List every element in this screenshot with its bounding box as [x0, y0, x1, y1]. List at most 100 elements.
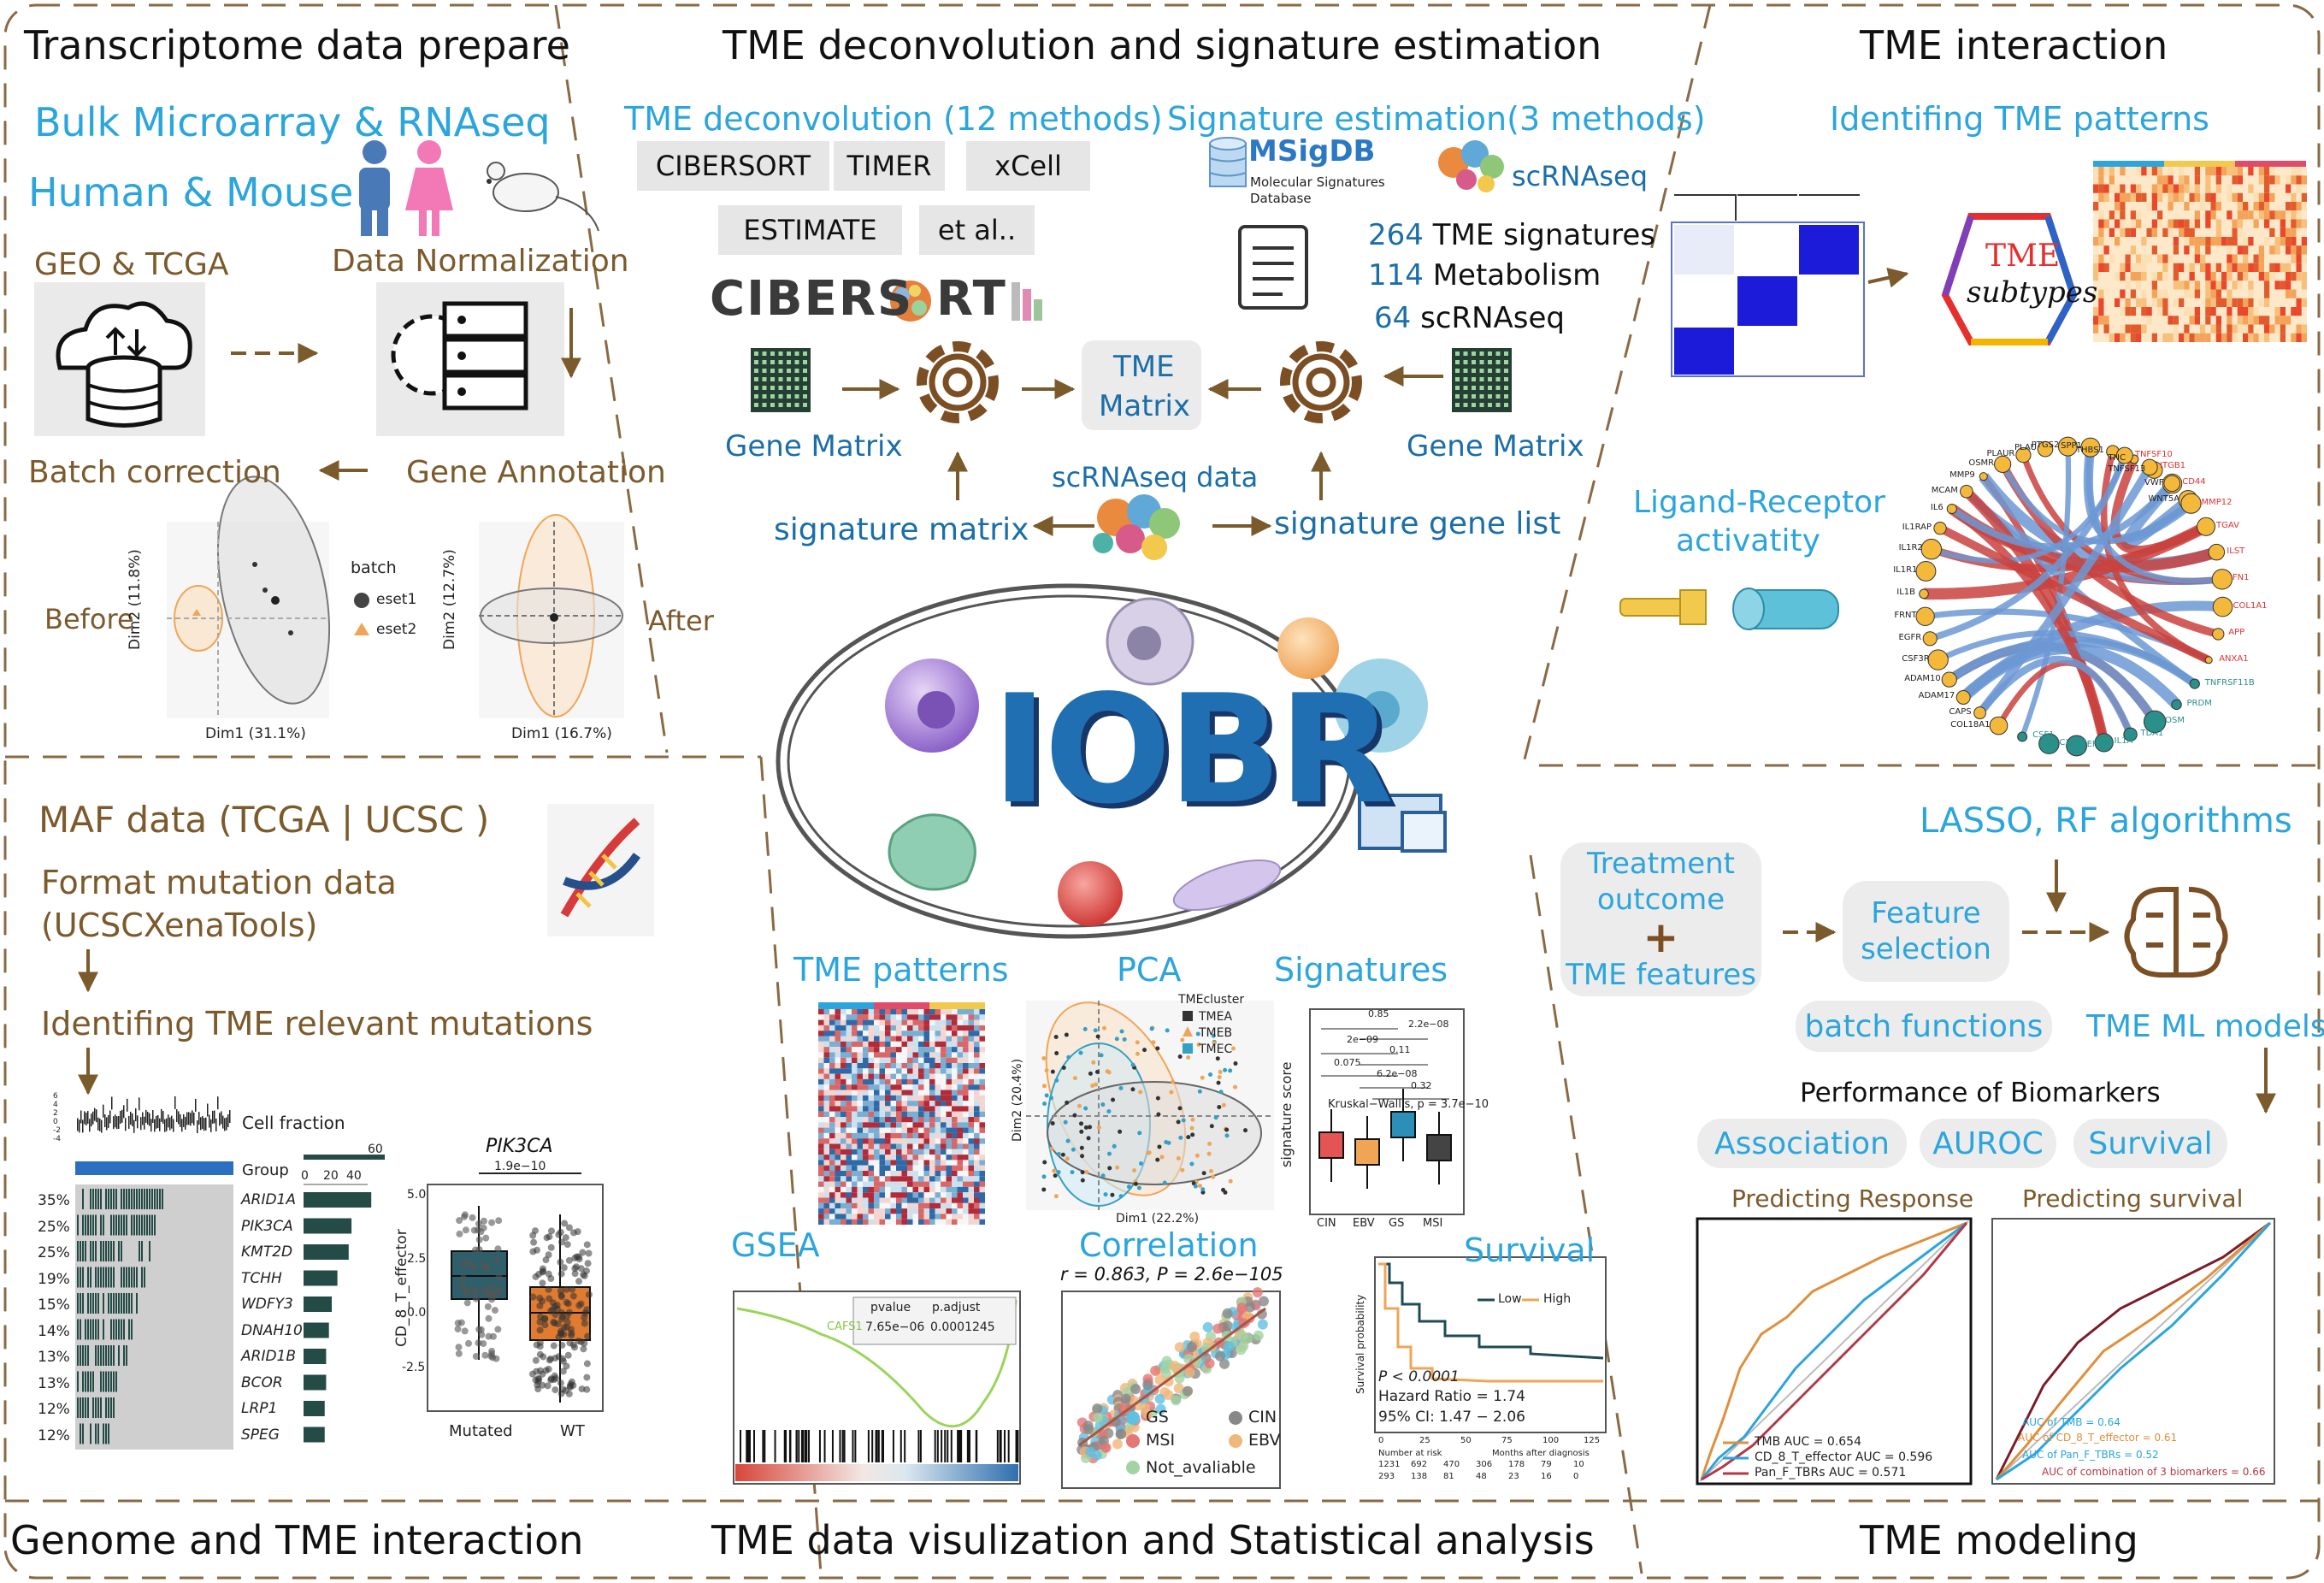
cloud-database-icon	[34, 282, 205, 436]
oncoplot-pct-6: 13%	[38, 1349, 70, 1366]
gene-bar-wdfy3	[304, 1297, 332, 1312]
predicting-response-title: Predicting Response	[1731, 1184, 1974, 1213]
correlation-heatmap-matrix	[1671, 194, 1865, 377]
roc2-legend-panf: AUC of Pan_F_TBRs = 0.52	[2022, 1449, 2159, 1461]
oncoplot-pct-5: 14%	[38, 1322, 70, 1340]
boxplot-gene-title: PIK3CA	[486, 1136, 553, 1157]
gene-bar-arid1a	[304, 1192, 372, 1208]
cibersort-logo-text: CIBERS	[710, 271, 914, 327]
bar-axis-20: 20	[323, 1169, 339, 1183]
chord-label-itgb1: ITGB1	[2160, 461, 2186, 471]
cell-fraction-label: Cell fraction	[242, 1113, 345, 1133]
tme-subtypes-label-2: subtypes	[1967, 275, 2098, 310]
section-borders	[3, 3, 2321, 1580]
gene-matrix-right-icon	[1452, 348, 1512, 412]
gene-matrix-left-label: Gene Matrix	[725, 429, 903, 464]
chord-label-osmr: OSMR	[1968, 458, 1995, 468]
boxplot-y-0: 0.0	[407, 1306, 427, 1320]
arrow-to-subtypes	[1867, 267, 1909, 288]
pca-before-xlabel: Dim1 (31.1%)	[205, 725, 306, 742]
surv-xtick-5: 125	[1584, 1436, 1601, 1445]
roc2-legend-combo: AUC of combination of 3 biomarkers = 0.6…	[2042, 1466, 2266, 1478]
chord-label-il1r1: IL1R1	[1893, 564, 1918, 575]
chord-label-ilst: ILST	[2227, 546, 2245, 556]
pca-cluster-plot	[1026, 1001, 1274, 1210]
chord-label-prdm: PRDM	[2186, 698, 2212, 708]
oncoplot-pct-3: 19%	[38, 1270, 70, 1288]
sig-pval-6: 0.32	[1411, 1080, 1432, 1091]
surv-risk2-5: 16	[1541, 1472, 1552, 1481]
msigdb-sub1: Molecular Signatures	[1250, 174, 1385, 190]
pca-before-ylabel: Dim2 (11.8%)	[127, 549, 144, 650]
corr-legend-msi: MSI	[1146, 1431, 1176, 1450]
oncoplot-yaxis-0: 6	[53, 1092, 58, 1101]
chord-label-adam17: ADAM17	[1918, 691, 1955, 701]
surv-ci: 95% CI: 1.47 − 2.06	[1378, 1409, 1525, 1426]
surv-p: P < 0.0001	[1378, 1368, 1460, 1385]
format-mutation-label-1: Format mutation data	[41, 864, 397, 901]
pill-association: Association	[1697, 1119, 1907, 1168]
pill-auroc: AUROC	[1920, 1119, 2056, 1168]
boxplot-y-2.5: 2.5	[407, 1252, 427, 1266]
chord-label-fn1: FN1	[2232, 573, 2250, 583]
oncoplot-gene-4: WDFY3	[241, 1296, 293, 1313]
method-cibersort: CIBERSORT	[637, 141, 829, 191]
tme-subtypes-label-1: TME	[1985, 239, 2061, 274]
surv-risk2-0: 293	[1378, 1472, 1395, 1481]
boxplot-y-5: 5.0	[407, 1188, 427, 1202]
gear-left-icon	[917, 341, 999, 423]
gene-matrix-right-label: Gene Matrix	[1407, 429, 1584, 464]
chord-label-tnfsf13: TNFSF13	[2108, 464, 2146, 474]
surv-legend-low: Low	[1498, 1292, 1522, 1306]
correlation-stat: r = 0.863, P = 2.6e−105	[1060, 1264, 1283, 1285]
chord-label-plau: PLAU	[2014, 443, 2037, 453]
deconvolution-arrows	[842, 366, 1443, 536]
signature-boxplot	[1309, 1008, 1465, 1215]
tme-matrix-label-1: TME	[1113, 350, 1175, 384]
sig-pval-3: 0.11	[1389, 1044, 1411, 1055]
treatment-outcome-box: Treatment outcome + TME features	[1560, 842, 1761, 996]
gene-bar-tchh	[304, 1270, 338, 1286]
signature-estimation-title: Signature estimation(3 methods)	[1167, 100, 1706, 138]
msigdb-database-icon	[1209, 137, 1247, 187]
gene-bar-arid1b	[304, 1349, 327, 1364]
gear-right-icon	[1280, 341, 1362, 423]
pca-legend-title: TMEcluster	[1178, 993, 1245, 1007]
oncoplot-gene-3: TCHH	[241, 1269, 282, 1287]
cibersort-logo-ring	[890, 281, 931, 322]
ligand-receptor-icon	[1619, 588, 1839, 630]
iobr-logo: IOBR	[992, 664, 1394, 837]
corr-legend-cin: CIN	[1248, 1408, 1277, 1426]
treatment-label-2: outcome	[1596, 883, 1725, 918]
gsea-gene: CAFS1	[827, 1320, 863, 1333]
scrnaseq-data-label: scRNAseq data	[1052, 461, 1259, 493]
roc-survival-plot	[1991, 1218, 2275, 1485]
surv-xtick-4: 100	[1542, 1436, 1560, 1445]
server-gear-icon	[376, 282, 564, 436]
chord-label-cd44: CD44	[2182, 477, 2206, 487]
roc2-legend-tmb: AUC of TMB = 0.64	[2022, 1416, 2121, 1428]
oncoplot-pct-2: 25%	[38, 1244, 70, 1261]
chord-label-il1r2: IL1R2	[1898, 543, 1923, 553]
pca-legend-tmea: TMEA	[1199, 1010, 1233, 1024]
feature-label-2: selection	[1861, 932, 1991, 966]
chord-label-il1a: IL1A	[2114, 736, 2133, 747]
sig-x-ebv: EBV	[1353, 1217, 1375, 1230]
bulk-label: Bulk Microarray & RNAseq	[34, 99, 551, 145]
chord-label-tnfsf10: TNFSF10	[2134, 449, 2173, 459]
after-label: After	[648, 605, 714, 637]
roc1-legend-cd8: CD_8_T_effector AUC = 0.596	[1755, 1450, 1933, 1464]
gene-bar-kmt2d	[304, 1244, 349, 1260]
viz-label-patterns: TME patterns	[793, 951, 1009, 989]
chord-label-thbs1: THBS1	[2075, 446, 2104, 456]
chord-label-il1b: IL1B	[1896, 588, 1916, 598]
gene-bar-dnah10	[304, 1322, 329, 1338]
msigdb-label: MSigDB	[1248, 134, 1376, 168]
tme-features-label: TME features	[1566, 957, 1756, 992]
method-et-al: et al..	[919, 205, 1035, 255]
gene-bar-bcor	[304, 1374, 327, 1391]
count-metabolism: 114 Metabolism	[1368, 258, 1601, 292]
method-xcell: xCell	[966, 141, 1090, 191]
oncoplot-gene-6: ARID1B	[241, 1348, 297, 1365]
